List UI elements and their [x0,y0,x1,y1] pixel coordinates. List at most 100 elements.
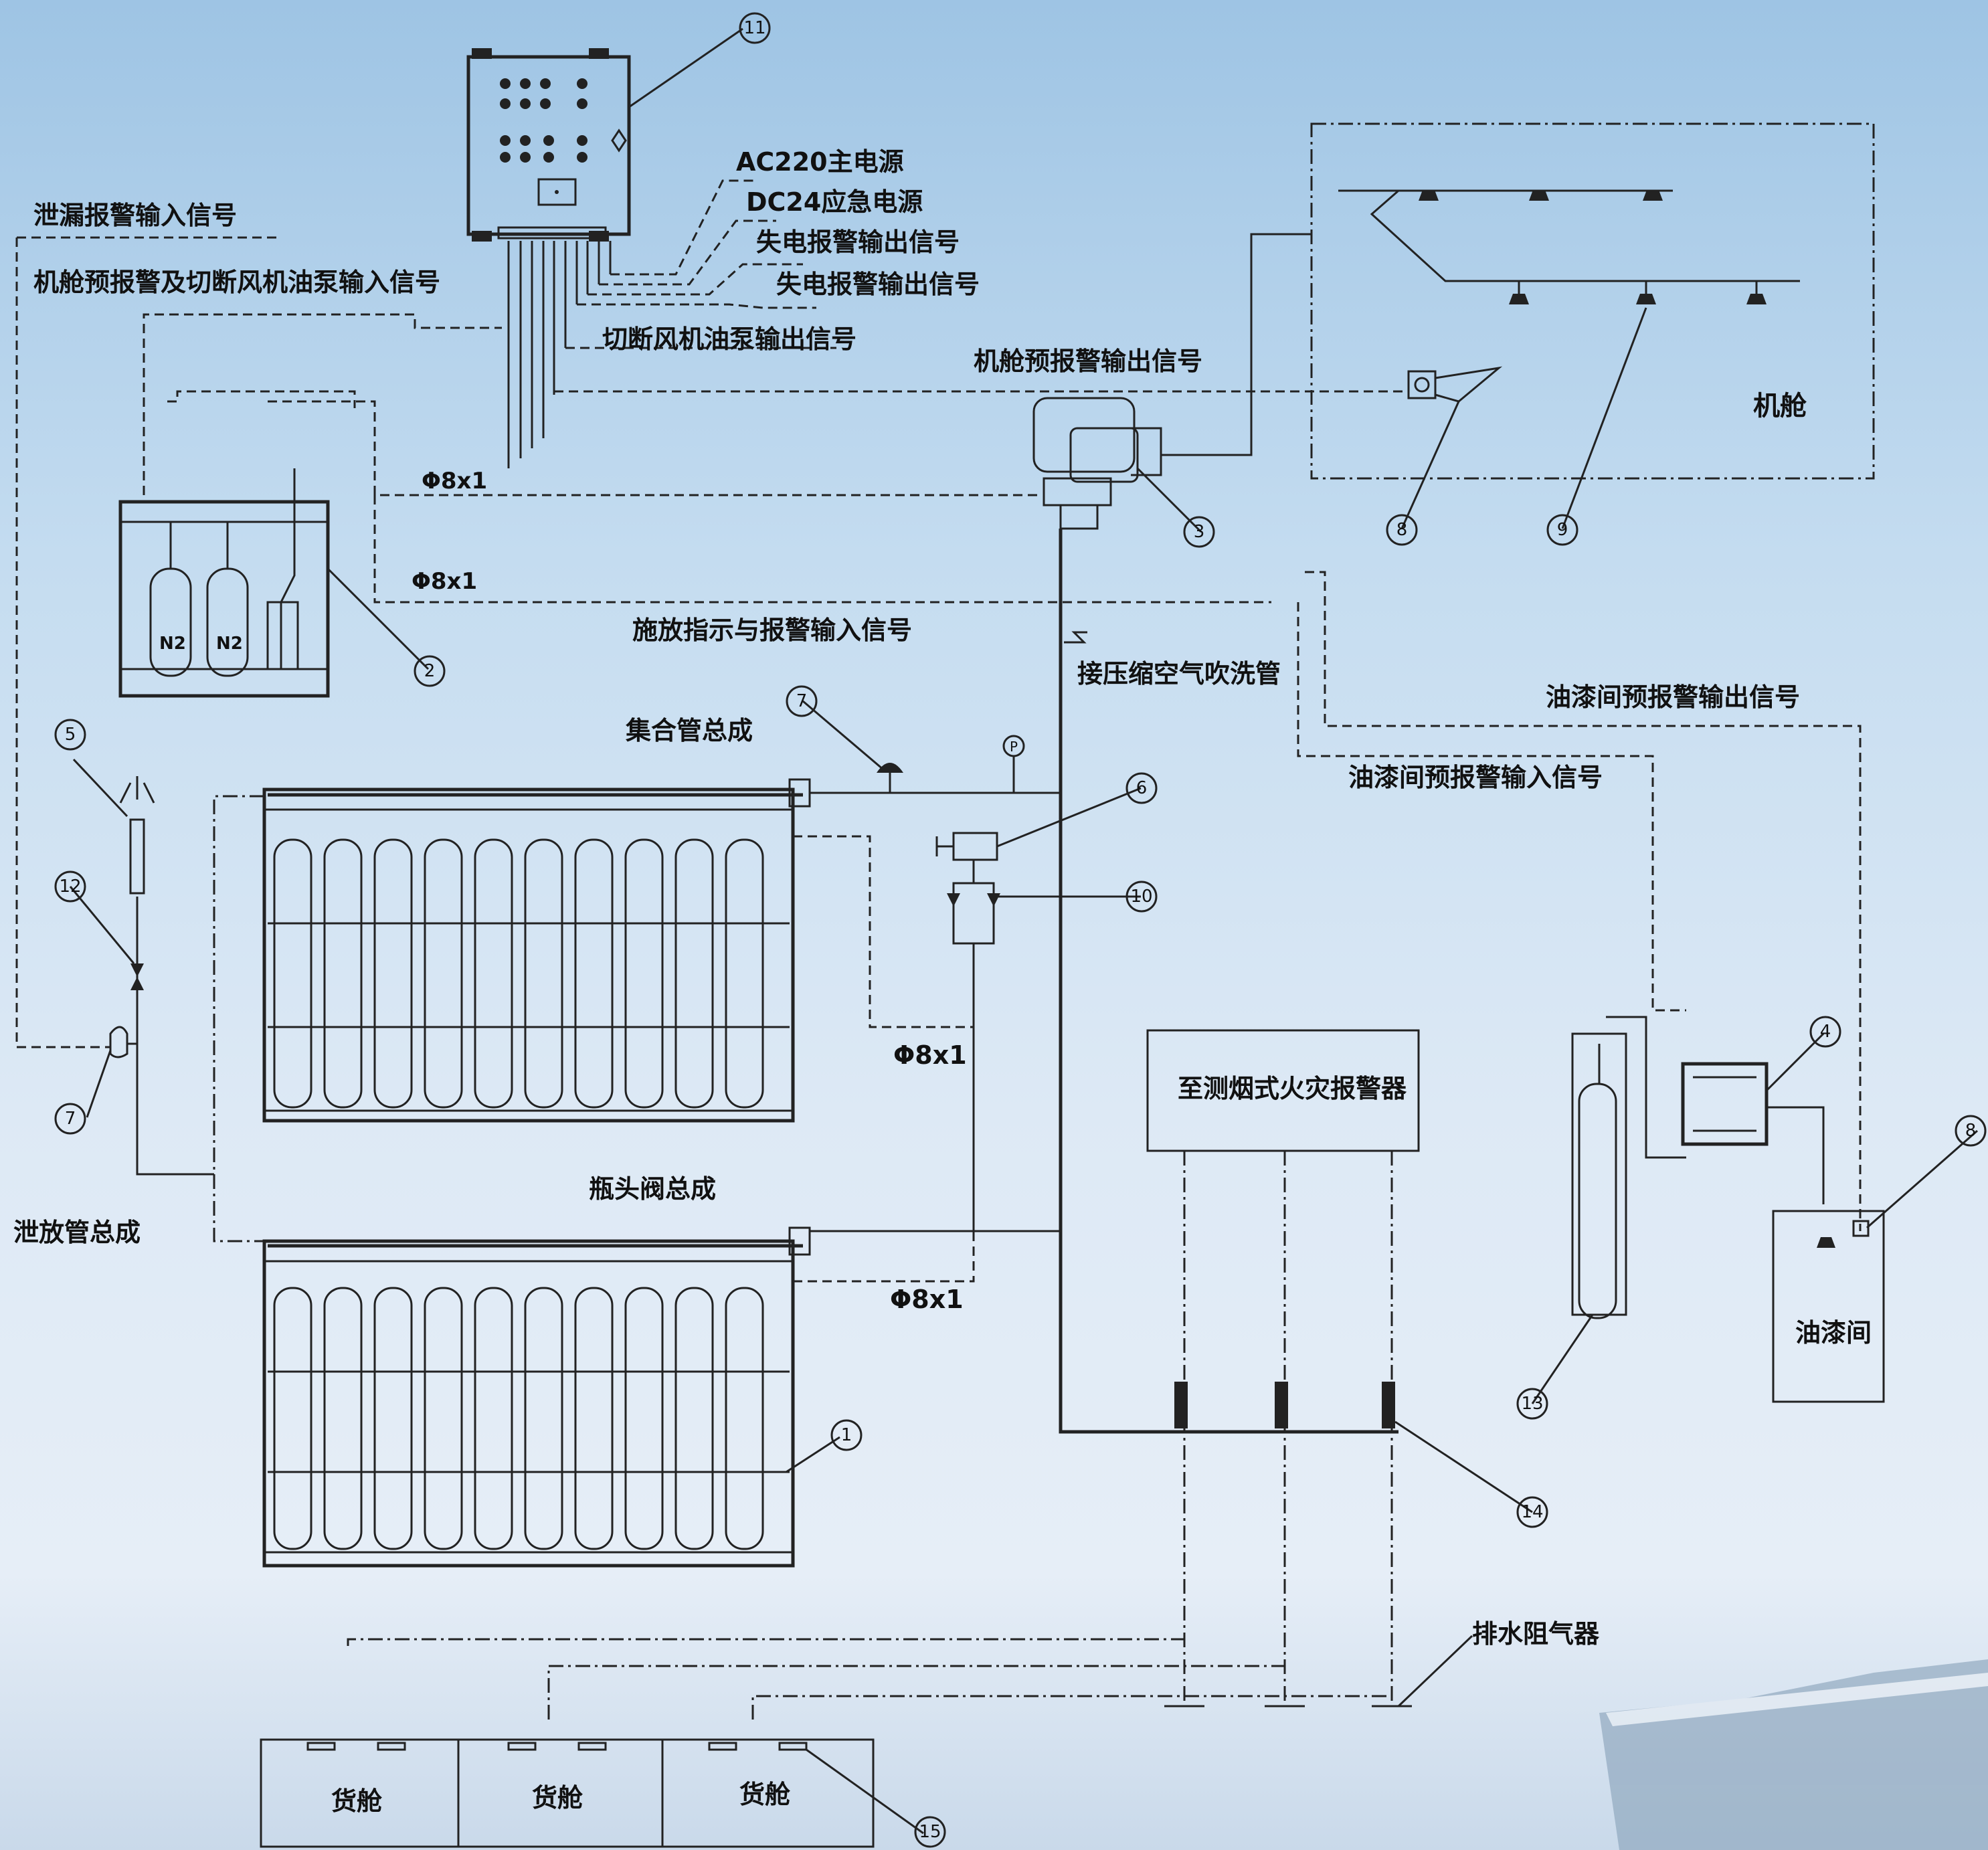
svg-text:9: 9 [1557,520,1568,540]
paint-room-prealarm-input-label: 油漆间预报警输入信号 [1348,763,1603,792]
callout-13: 13 [1516,1388,1548,1420]
svg-text:10: 10 [1130,887,1152,907]
pipe-size-label-1: Φ8x1 [422,468,487,494]
vent-outlet-rays [119,776,155,804]
smoke-sampling-valves [1174,1382,1395,1428]
vent-valve [130,963,144,990]
paint-room-prealarm-input-line [1297,602,1686,1012]
n2-label-2: N2 [216,634,243,654]
svg-text:1: 1 [841,1425,852,1445]
power-loss-alarm-output-label-1: 失电报警输出信号 [756,227,960,257]
engine-prealarm-line [143,313,502,495]
smoke-detector-box [1146,1029,1420,1152]
paint-room-prealarm-output-line [1305,571,1862,1231]
leak-alarm-input-label: 泄漏报警输入信号 [33,201,237,230]
panel-signal-leads [507,179,1405,468]
n2-pilot-line-2 [268,400,1037,496]
cylinder-valve-assembly-label: 瓶头阀总成 [589,1174,716,1204]
svg-text:4: 4 [1820,1022,1831,1042]
vent-branch [136,897,214,1176]
vent-pipe [213,795,264,1242]
callout-6: 6 [1125,772,1158,804]
selector-valve-assembly [1032,397,1162,530]
svg-text:11: 11 [743,18,765,38]
safety-valve-group [935,832,1000,1234]
callout-15: 15 [914,1816,946,1848]
pipe-size-label-3: Φ8x1 [893,1040,967,1070]
paint-room-box [1772,1210,1885,1403]
dc24-emergency-power-label: DC24应急电源 [746,187,923,217]
engine-room-label: 机舱 [1753,391,1807,422]
callout-7-upper: 7 [786,685,818,717]
power-loss-alarm-output-label-2: 失电报警输出信号 [776,270,980,299]
callout-14: 14 [1516,1496,1548,1528]
control-panel [466,48,631,242]
lower-cylinder-bank [262,1226,811,1568]
paint-room-detector [1852,1220,1870,1237]
n2-pilot-line-1 [167,390,356,408]
svg-text:8: 8 [1396,520,1408,540]
svg-text:12: 12 [59,876,81,897]
svg-text:5: 5 [65,725,76,745]
callout-12: 12 [54,870,86,903]
pipe-size-label-2: Φ8x1 [412,568,477,595]
compressed-air-purge-label: 接压缩空气吹洗管 [1077,659,1281,688]
paint-room-cylinder-feed [1606,1016,1686,1159]
drain-gas-trap-label: 排水阻气器 [1472,1619,1600,1649]
paint-room-nozzle [1817,1237,1835,1248]
svg-text:15: 15 [919,1822,941,1842]
svg-text:6: 6 [1136,778,1148,798]
cargo-line-1 [347,1638,1184,1646]
engine-prealarm-output-label: 机舱预报警输出信号 [974,347,1202,376]
paint-room-valve-unit [1681,1062,1825,1204]
cargo-line-3 [751,1695,1392,1720]
pilot-line-phi8-4 [793,1234,975,1283]
upper-cylinder-bank [262,778,811,1123]
callout-2: 2 [414,655,446,687]
callout-8-paint: 8 [1955,1115,1987,1147]
svg-text:2: 2 [424,661,436,681]
drain-trap-leader [1397,1635,1473,1707]
leak-alarm-return-line [15,238,110,1048]
vent-pressure-switch [109,1026,137,1058]
callout-7-lower: 7 [54,1103,86,1135]
n2-label-1: N2 [159,634,186,654]
manifold-assembly-label: 集合管总成 [625,716,753,745]
callout-8-engine: 8 [1386,514,1418,546]
engine-prealarm-cutoff-input-label: 机舱预报警及切断风机油泵输入信号 [33,268,440,297]
callout-5: 5 [54,719,86,751]
paint-room-prealarm-output-label: 油漆间预报警输出信号 [1546,682,1800,712]
pipe-size-label-4: Φ8x1 [890,1285,964,1314]
n2-pilot-cylinder-frame [118,468,330,698]
svg-text:14: 14 [1521,1502,1543,1522]
fan-pump-cutoff-output-label: 切断风机油泵输出信号 [602,325,856,354]
pilot-line-phi8-3 [793,835,974,1028]
svg-text:3: 3 [1194,522,1205,542]
engine-room-box [1310,122,1875,480]
pilot-line-phi8-2 [373,495,1271,604]
ac220-main-power-label: AC220主电源 [736,147,904,177]
vent-pipe-assembly-label: 泄放管总成 [13,1218,141,1247]
callout-1: 1 [830,1419,863,1451]
main-discharge-pipe [1059,529,1398,1434]
vent-silencer [129,818,145,895]
callouts: 11 2 3 8 9 5 7 6 10 12 7 4 8 1 13 14 15 [54,12,1987,1848]
smoke-detector-label: 至测烟式火灾报警器 [1178,1074,1407,1103]
svg-text:7: 7 [65,1109,76,1129]
paint-room-label: 油漆间 [1795,1318,1872,1348]
engine-room-feed-pipe [1161,233,1312,456]
svg-text:13: 13 [1521,1394,1543,1414]
callout-4: 4 [1809,1016,1841,1048]
cargo-holds [260,1738,875,1848]
callout-10: 10 [1125,881,1158,913]
cargo-hold-label-2: 货舱 [532,1783,583,1813]
pressure-gauge-label: P [1010,739,1018,755]
callout-9: 9 [1546,514,1578,546]
release-indication-alarm-input-label: 施放指示与报警输入信号 [632,616,912,645]
callout-11: 11 [739,12,771,44]
cargo-hold-label-3: 货舱 [739,1780,790,1809]
cargo-line-2 [547,1665,1285,1720]
callout-3: 3 [1183,516,1215,548]
